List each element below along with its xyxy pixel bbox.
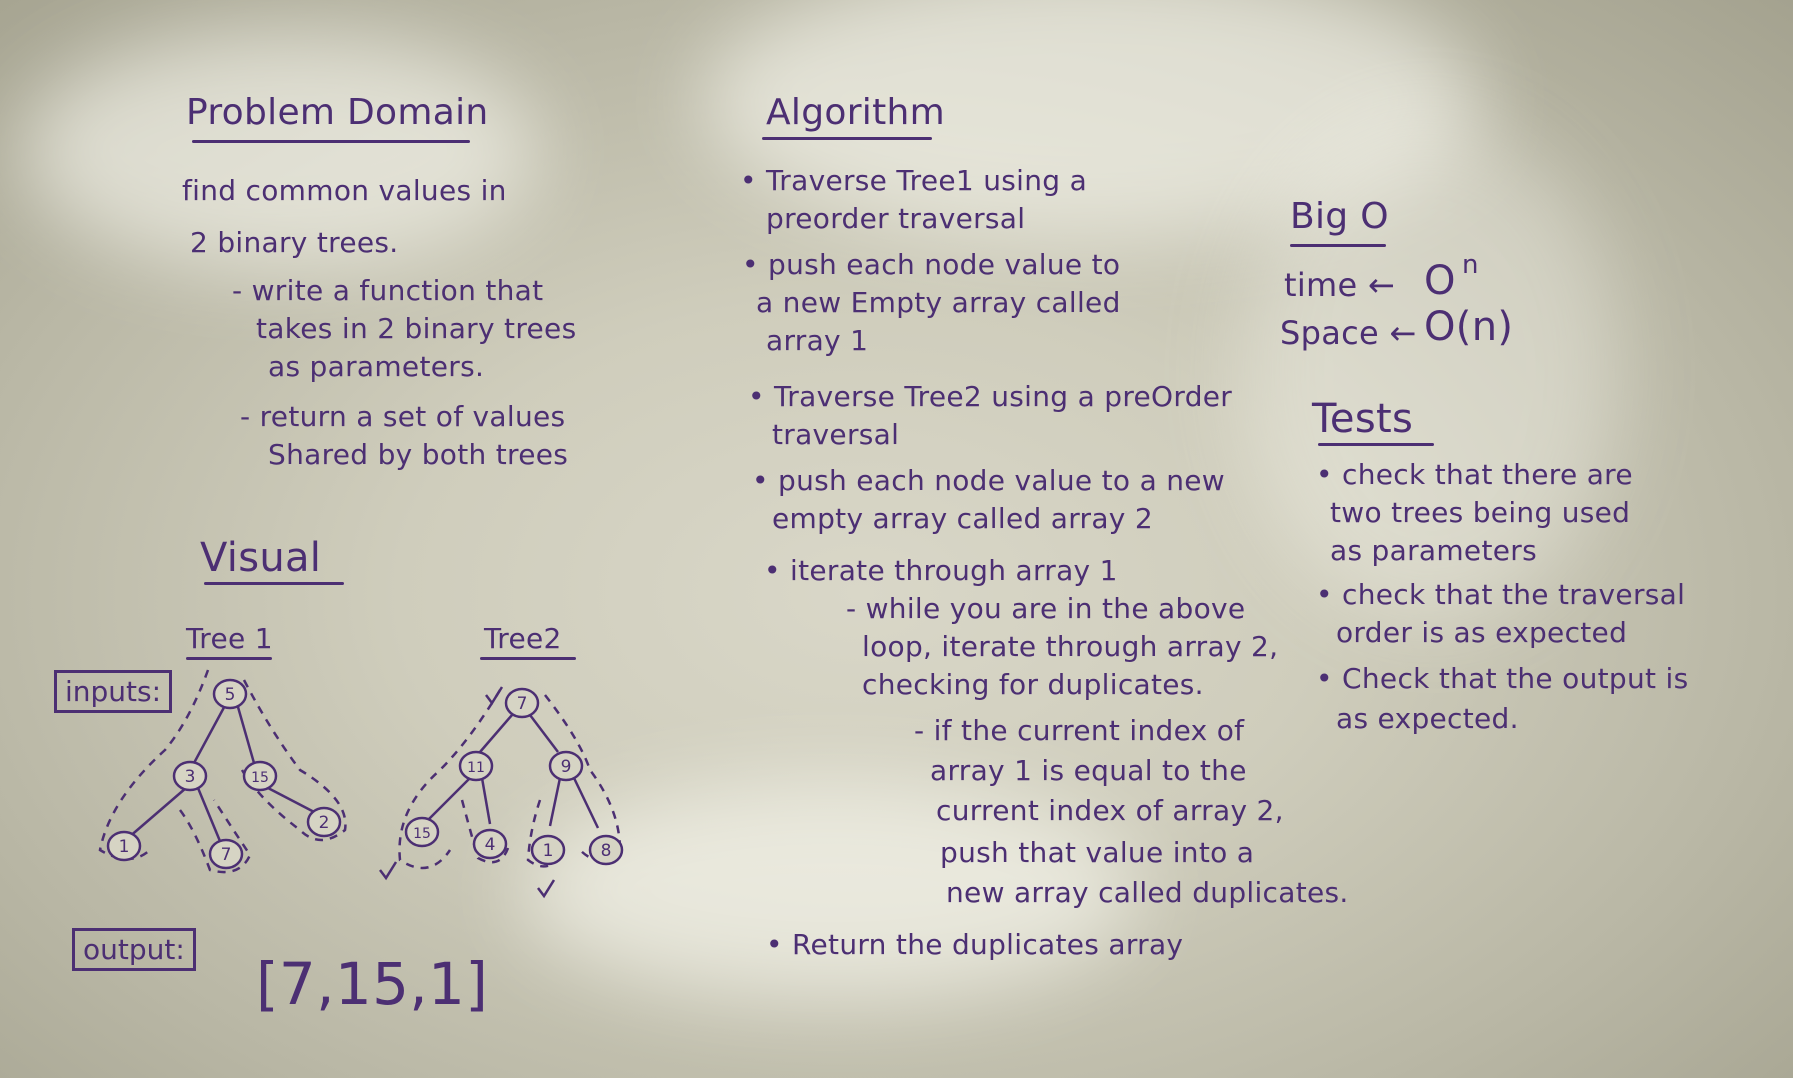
tree-node [504, 687, 540, 719]
tree-node [242, 760, 278, 792]
tree-node-label: 15 [413, 826, 431, 842]
algorithm-line: array 1 [766, 324, 869, 357]
algorithm-line: • push each node value to a new [752, 464, 1225, 497]
tests-line: two trees being used [1330, 496, 1631, 529]
tests-line: as parameters [1330, 534, 1537, 567]
problem-bullet-2-line-1: - return a set of values [240, 400, 566, 433]
tests-heading: Tests [1312, 396, 1414, 442]
tree2-edge [572, 777, 600, 829]
tests-line: • check that the traversal [1316, 578, 1686, 611]
algorithm-heading: Algorithm [766, 92, 946, 133]
time-exponent: n [1462, 250, 1479, 280]
problem-bullet-1-line-3: as parameters. [268, 350, 485, 383]
time-value: O [1424, 258, 1456, 304]
tree-node-label: 2 [319, 813, 330, 833]
inputs-box: inputs: [54, 670, 173, 713]
tree-node [472, 828, 508, 860]
tree-node [208, 838, 244, 870]
time-label: time ← [1284, 266, 1396, 304]
tree-node-label: 7 [221, 845, 232, 865]
algorithm-line: traversal [772, 418, 900, 451]
output-box: output: [72, 928, 196, 971]
tree-node [458, 750, 494, 782]
tree-node-label: 1 [543, 841, 554, 861]
algorithm-line: checking for duplicates. [862, 668, 1204, 701]
tree1-edge [234, 699, 256, 764]
algorithm-line: empty array called array 2 [772, 502, 1153, 535]
tree1-label: Tree 1 [186, 622, 273, 655]
tree2-edge [529, 714, 559, 753]
space-value: O(n) [1424, 304, 1514, 350]
tree2-edge [480, 777, 492, 825]
tree-node [306, 806, 342, 838]
tests-line: order is as expected [1336, 616, 1628, 649]
check-mark [485, 686, 504, 706]
problem-domain-heading: Problem Domain [186, 92, 489, 133]
tree-node [172, 760, 208, 792]
tree-node-label: 11 [467, 760, 485, 776]
algorithm-line: array 1 is equal to the [930, 754, 1247, 787]
algorithm-line: - while you are in the above [846, 592, 1246, 625]
problem-line-2: 2 binary trees. [190, 226, 399, 259]
tests-line: • Check that the output is [1316, 662, 1689, 695]
algorithm-line: new array called duplicates. [946, 876, 1349, 909]
tree-node-label: 9 [561, 757, 572, 777]
problem-bullet-1-line-1: - write a function that [232, 274, 544, 307]
tree1-underline [186, 657, 272, 660]
tree2-edge [548, 777, 562, 827]
tree1-edge [196, 787, 224, 847]
tree-node-label: 8 [601, 841, 612, 861]
algorithm-line: a new Empty array called [756, 286, 1121, 319]
tree-node [404, 816, 440, 848]
big-o-underline [1290, 244, 1386, 247]
check-mark [379, 861, 398, 881]
algorithm-line: • iterate through array 1 [764, 554, 1118, 587]
tree2-edge [427, 777, 471, 821]
tree1-edge [127, 787, 187, 839]
tree-node-label: 3 [185, 767, 196, 787]
tests-underline [1318, 443, 1434, 446]
output-value: [7,15,1] [256, 950, 489, 1018]
algorithm-line: • Traverse Tree2 using a preOrder [748, 380, 1233, 413]
tree2-underline [480, 657, 576, 660]
tree-node-label: 15 [251, 770, 269, 786]
algorithm-line: • Return the duplicates array [766, 928, 1184, 961]
visual-heading: Visual [200, 535, 322, 581]
check-mark [537, 879, 556, 899]
tree1-edge [192, 699, 230, 764]
algorithm-underline [762, 137, 932, 140]
tree1-traversal-path [98, 669, 347, 874]
tree-node [548, 750, 584, 782]
big-o-heading: Big O [1290, 196, 1389, 237]
algorithm-line: current index of array 2, [936, 794, 1284, 827]
algorithm-line: push that value into a [940, 836, 1255, 869]
problem-bullet-2-line-2: Shared by both trees [268, 438, 569, 471]
tree2-traversal-path [398, 689, 622, 870]
algorithm-line: - if the current index of [914, 714, 1245, 747]
tree-node [588, 834, 624, 866]
tree2-edge [479, 714, 513, 753]
tree-node [530, 834, 566, 866]
algorithm-line: loop, iterate through array 2, [862, 630, 1279, 663]
tests-line: as expected. [1336, 702, 1519, 735]
tree-node [106, 830, 142, 862]
visual-underline [204, 582, 344, 585]
tree1-edge [267, 786, 319, 816]
tree-node-label: 5 [225, 685, 236, 705]
algorithm-line: preorder traversal [766, 202, 1026, 235]
problem-line-1: find common values in [182, 174, 507, 207]
tree-node-label: 7 [517, 694, 528, 714]
algorithm-line: • push each node value to [742, 248, 1121, 281]
tree-node-label: 4 [485, 835, 496, 855]
problem-bullet-1-line-2: takes in 2 binary trees [256, 312, 577, 345]
tree-node-label: 1 [119, 837, 130, 857]
algorithm-line: • Traverse Tree1 using a [740, 164, 1088, 197]
tree2-label: Tree2 [484, 622, 562, 655]
tree-node [212, 678, 248, 710]
problem-domain-underline [192, 140, 470, 143]
space-label: Space ← [1280, 314, 1417, 352]
tests-line: • check that there are [1316, 458, 1633, 491]
